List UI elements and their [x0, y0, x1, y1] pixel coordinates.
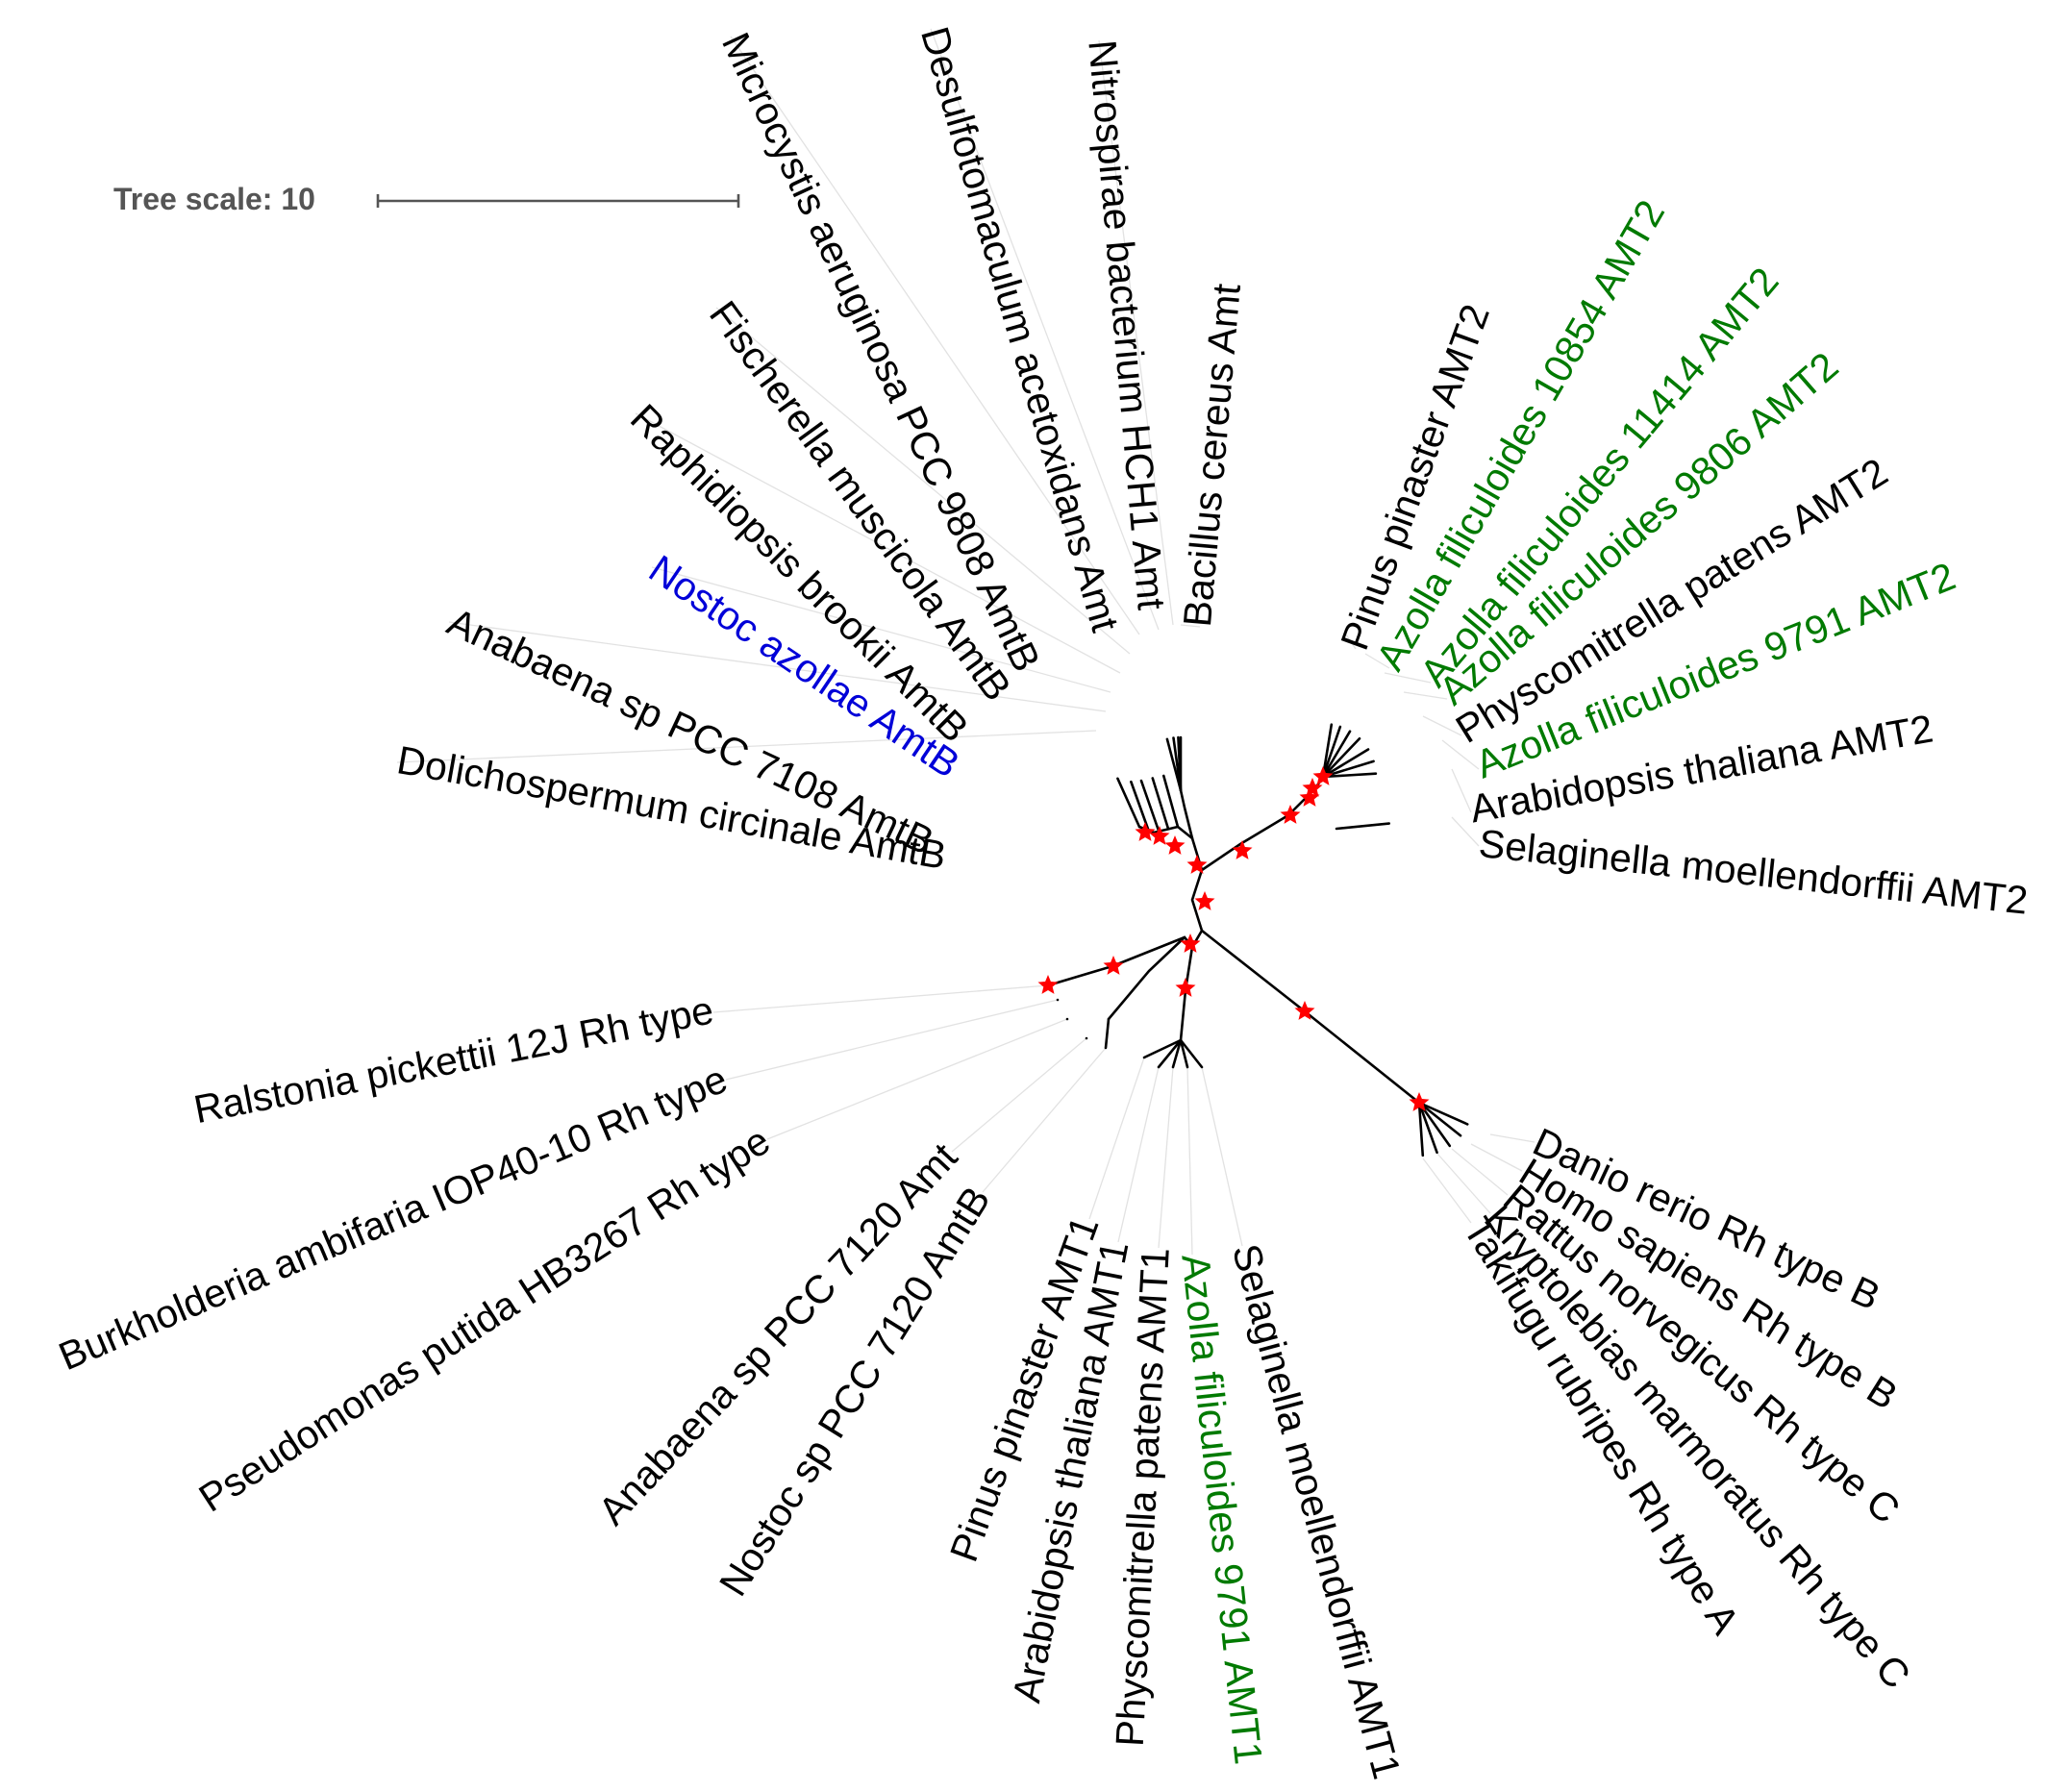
guide-line-takifugu-rubripes-rh-type-a	[1422, 1157, 1472, 1224]
guide-line-pseudomonas-putida-hb3267-rh-type	[766, 1018, 1068, 1140]
guide-line-selaginella-moellendorffii-amt2	[1451, 816, 1480, 847]
guide-line-dolichospermum-circinale-amtb	[396, 730, 1097, 763]
leaf-branch-azolla-filiculoides-11414-amt2	[1321, 730, 1352, 779]
leaf-branch-azolla-filiculoides-9791-amt1	[1179, 1038, 1189, 1069]
star-icon	[1299, 787, 1320, 807]
support-markers	[1037, 766, 1430, 1111]
leaf-branch-takifugu-rubripes-rh-type-a	[1417, 1101, 1425, 1157]
leaf-branch-physcomitrella-patens-amt2	[1321, 748, 1370, 779]
leaf-branch-selaginella-moellendorffii-amt2	[1335, 822, 1391, 831]
leaf-guide-lines	[396, 28, 1535, 1256]
leaf-branch-arabidopsis-thaliana-amt1	[1157, 1038, 1183, 1069]
guide-line-physcomitrella-patens-amt2	[1422, 715, 1462, 736]
guide-line-desulfotomaculum-acetoxidans-amt	[930, 28, 1160, 631]
guide-line-nostoc-sp-pcc-7120-amtb	[982, 1047, 1107, 1193]
star-icon	[1037, 975, 1059, 994]
guide-line-nitrospirae-bacterium-hch1-amt	[1098, 39, 1174, 626]
star-icon	[1149, 826, 1170, 845]
star-icon	[1180, 933, 1201, 953]
leaf-branch-kryptolebias-marmoratus-rh-type-c	[1417, 1101, 1438, 1155]
leaf-branch-stubs	[1046, 723, 1469, 1157]
guide-line-selaginella-moellendorffii-amt1	[1201, 1066, 1243, 1247]
leaf-branch-nostoc-sp-pcc-7120-amtb	[1104, 1017, 1111, 1050]
star-icon	[1409, 1092, 1430, 1111]
guide-line-raphidiopsis-brookii-amtb	[635, 412, 1121, 674]
branch-backbone	[1190, 813, 1290, 933]
branch-rh-bacteria-inner	[1107, 935, 1186, 1021]
guide-line-azolla-filiculoides-9806-amt2	[1403, 691, 1448, 700]
guide-line-pinus-pinaster-amt2	[1345, 634, 1357, 650]
guide-line-pinus-pinaster-amt1	[1088, 1057, 1145, 1220]
guide-line-bacillus-cereus-amt	[1180, 624, 1201, 628]
guide-line-azolla-filiculoides-11414-amt2	[1384, 672, 1432, 684]
leaf-branch-pinus-pinaster-amt2	[1321, 723, 1334, 779]
leaf-branch-arabidopsis-thaliana-amt2	[1321, 772, 1378, 779]
leaf-branch-fischerella-muscicola-amtb	[1161, 774, 1180, 829]
guide-line-arabidopsis-thaliana-amt1	[1117, 1066, 1160, 1243]
guide-line-physcomitrella-patens-amt1	[1158, 1066, 1174, 1249]
branch-rh-clade	[1200, 929, 1421, 1105]
star-icon	[1232, 840, 1253, 859]
star-icon	[1194, 891, 1215, 910]
leaf-branch-raphidiopsis-brookii-amtb	[1151, 777, 1170, 831]
star-icon	[1302, 778, 1323, 797]
guide-line-fischerella-muscicola-amtb	[715, 307, 1131, 655]
guide-line-kryptolebias-marmoratus-rh-type-c	[1436, 1153, 1491, 1214]
leaf-branch-homo-sapiens-rh-type-b	[1417, 1101, 1462, 1137]
star-icon	[1294, 1001, 1315, 1020]
star-icon	[1175, 978, 1196, 997]
star-icon	[1312, 766, 1334, 785]
leaf-branch-danio-rerio-rh-type-b	[1417, 1101, 1469, 1126]
guide-line-anabaena-sp-pcc-7108-amtb	[448, 621, 1107, 712]
leaf-branch-physcomitrella-patens-amt1	[1171, 1038, 1183, 1069]
guide-line-rattus-norvegicus-rh-type-c	[1451, 1148, 1509, 1196]
leaf-branch-dolichospermum-circinale-amtb	[1116, 777, 1141, 829]
star-icon	[1164, 835, 1186, 855]
guide-line-microcystis-aeruginosa-pcc-9808-amtb	[730, 36, 1140, 635]
guide-line-azolla-filiculoides-9791-amt1	[1186, 1066, 1193, 1256]
guide-line-azolla-filiculoides-10854-amt2	[1364, 653, 1390, 669]
leaf-branch-azolla-filiculoides-9806-amt2	[1321, 736, 1361, 779]
leaf-branch-nostoc-azollae-amtb	[1139, 779, 1161, 833]
leaf-branch-azolla-filiculoides-10854-amt2	[1321, 725, 1342, 779]
guide-line-burkholderia-ambifaria-iop40-10-rh-type	[725, 999, 1059, 1081]
guide-line-ralstonia-pickettii-12j-rh-type	[712, 984, 1049, 1013]
leaf-branch-anabaena-sp-pcc-7108-amtb	[1130, 780, 1151, 834]
star-icon	[1135, 822, 1156, 841]
branch-rh-bacteria-clade	[1046, 935, 1194, 987]
star-icon	[1103, 956, 1124, 975]
guide-line-danio-rerio-rh-type-b	[1489, 1133, 1535, 1143]
guide-line-azolla-filiculoides-9791-amt2	[1441, 739, 1480, 770]
leaf-branch-selaginella-moellendorffii-amt1	[1179, 1038, 1204, 1069]
branch-amtb-inner	[1179, 788, 1194, 840]
leaf-labels: Microcystis aeruginosa PCC 9808 AmtBDesu…	[53, 22, 2031, 1783]
guide-line-anabaena-sp-pcc-7120-amt	[951, 1037, 1087, 1153]
tree-scale-label: Tree scale: 10	[113, 182, 315, 216]
guide-line-arabidopsis-thaliana-amt2	[1451, 768, 1472, 813]
star-icon	[1186, 855, 1208, 874]
leaf-label-bacillus-cereus-amt: Bacillus cereus Amt	[1175, 282, 1249, 629]
guide-line-nostoc-azollae-amtb	[651, 566, 1111, 693]
leaf-branch-pinus-pinaster-amt1	[1142, 1038, 1183, 1059]
tree-scale: Tree scale: 10	[113, 182, 740, 216]
guide-line-homo-sapiens-rh-type-b	[1470, 1143, 1523, 1172]
star-icon	[1280, 805, 1301, 824]
leaf-label-selaginella-moellendorffii-amt2: Selaginella moellendorffii AMT2	[1477, 821, 2030, 923]
